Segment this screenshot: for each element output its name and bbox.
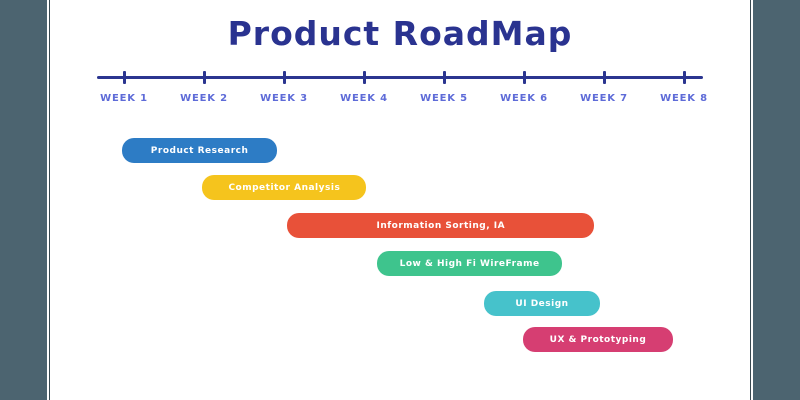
task-bar-low-high-fi-wireframe: Low & High Fi WireFrame <box>376 251 563 276</box>
week-label: WEEK 2 <box>180 93 228 104</box>
timeline-tick <box>122 71 126 84</box>
week-label: WEEK 1 <box>100 93 148 104</box>
task-bar-label: Low & High Fi WireFrame <box>399 258 540 269</box>
task-bar-label: UI Design <box>515 298 569 309</box>
timeline-tick <box>522 71 526 84</box>
timeline-tick <box>362 71 366 84</box>
week-label: WEEK 7 <box>580 93 628 104</box>
timeline-tick <box>442 71 446 84</box>
task-bar-ui-design: UI Design <box>484 291 600 316</box>
timeline-tick <box>202 71 206 84</box>
timeline-tick <box>682 71 686 84</box>
task-bar-label: Competitor Analysis <box>228 182 341 193</box>
timeline-axis-line <box>97 76 703 79</box>
task-bar-label: Product Research <box>150 145 249 156</box>
timeline-tick <box>282 71 286 84</box>
task-bar-label: Information Sorting, IA <box>376 220 506 231</box>
week-label: WEEK 5 <box>420 93 468 104</box>
task-bar-label: UX & Prototyping <box>549 334 647 345</box>
week-label: WEEK 3 <box>260 93 308 104</box>
week-label: WEEK 4 <box>340 93 388 104</box>
page-title: Product RoadMap <box>227 14 573 53</box>
week-label: WEEK 8 <box>660 93 708 104</box>
task-bar-competitor-analysis: Competitor Analysis <box>202 175 367 200</box>
timeline-tick <box>602 71 606 84</box>
week-label: WEEK 6 <box>500 93 548 104</box>
task-bar-ux-prototyping: UX & Prototyping <box>523 327 673 352</box>
task-bar-product-research: Product Research <box>122 138 277 163</box>
task-bar-information-sorting-ia: Information Sorting, IA <box>287 213 595 238</box>
